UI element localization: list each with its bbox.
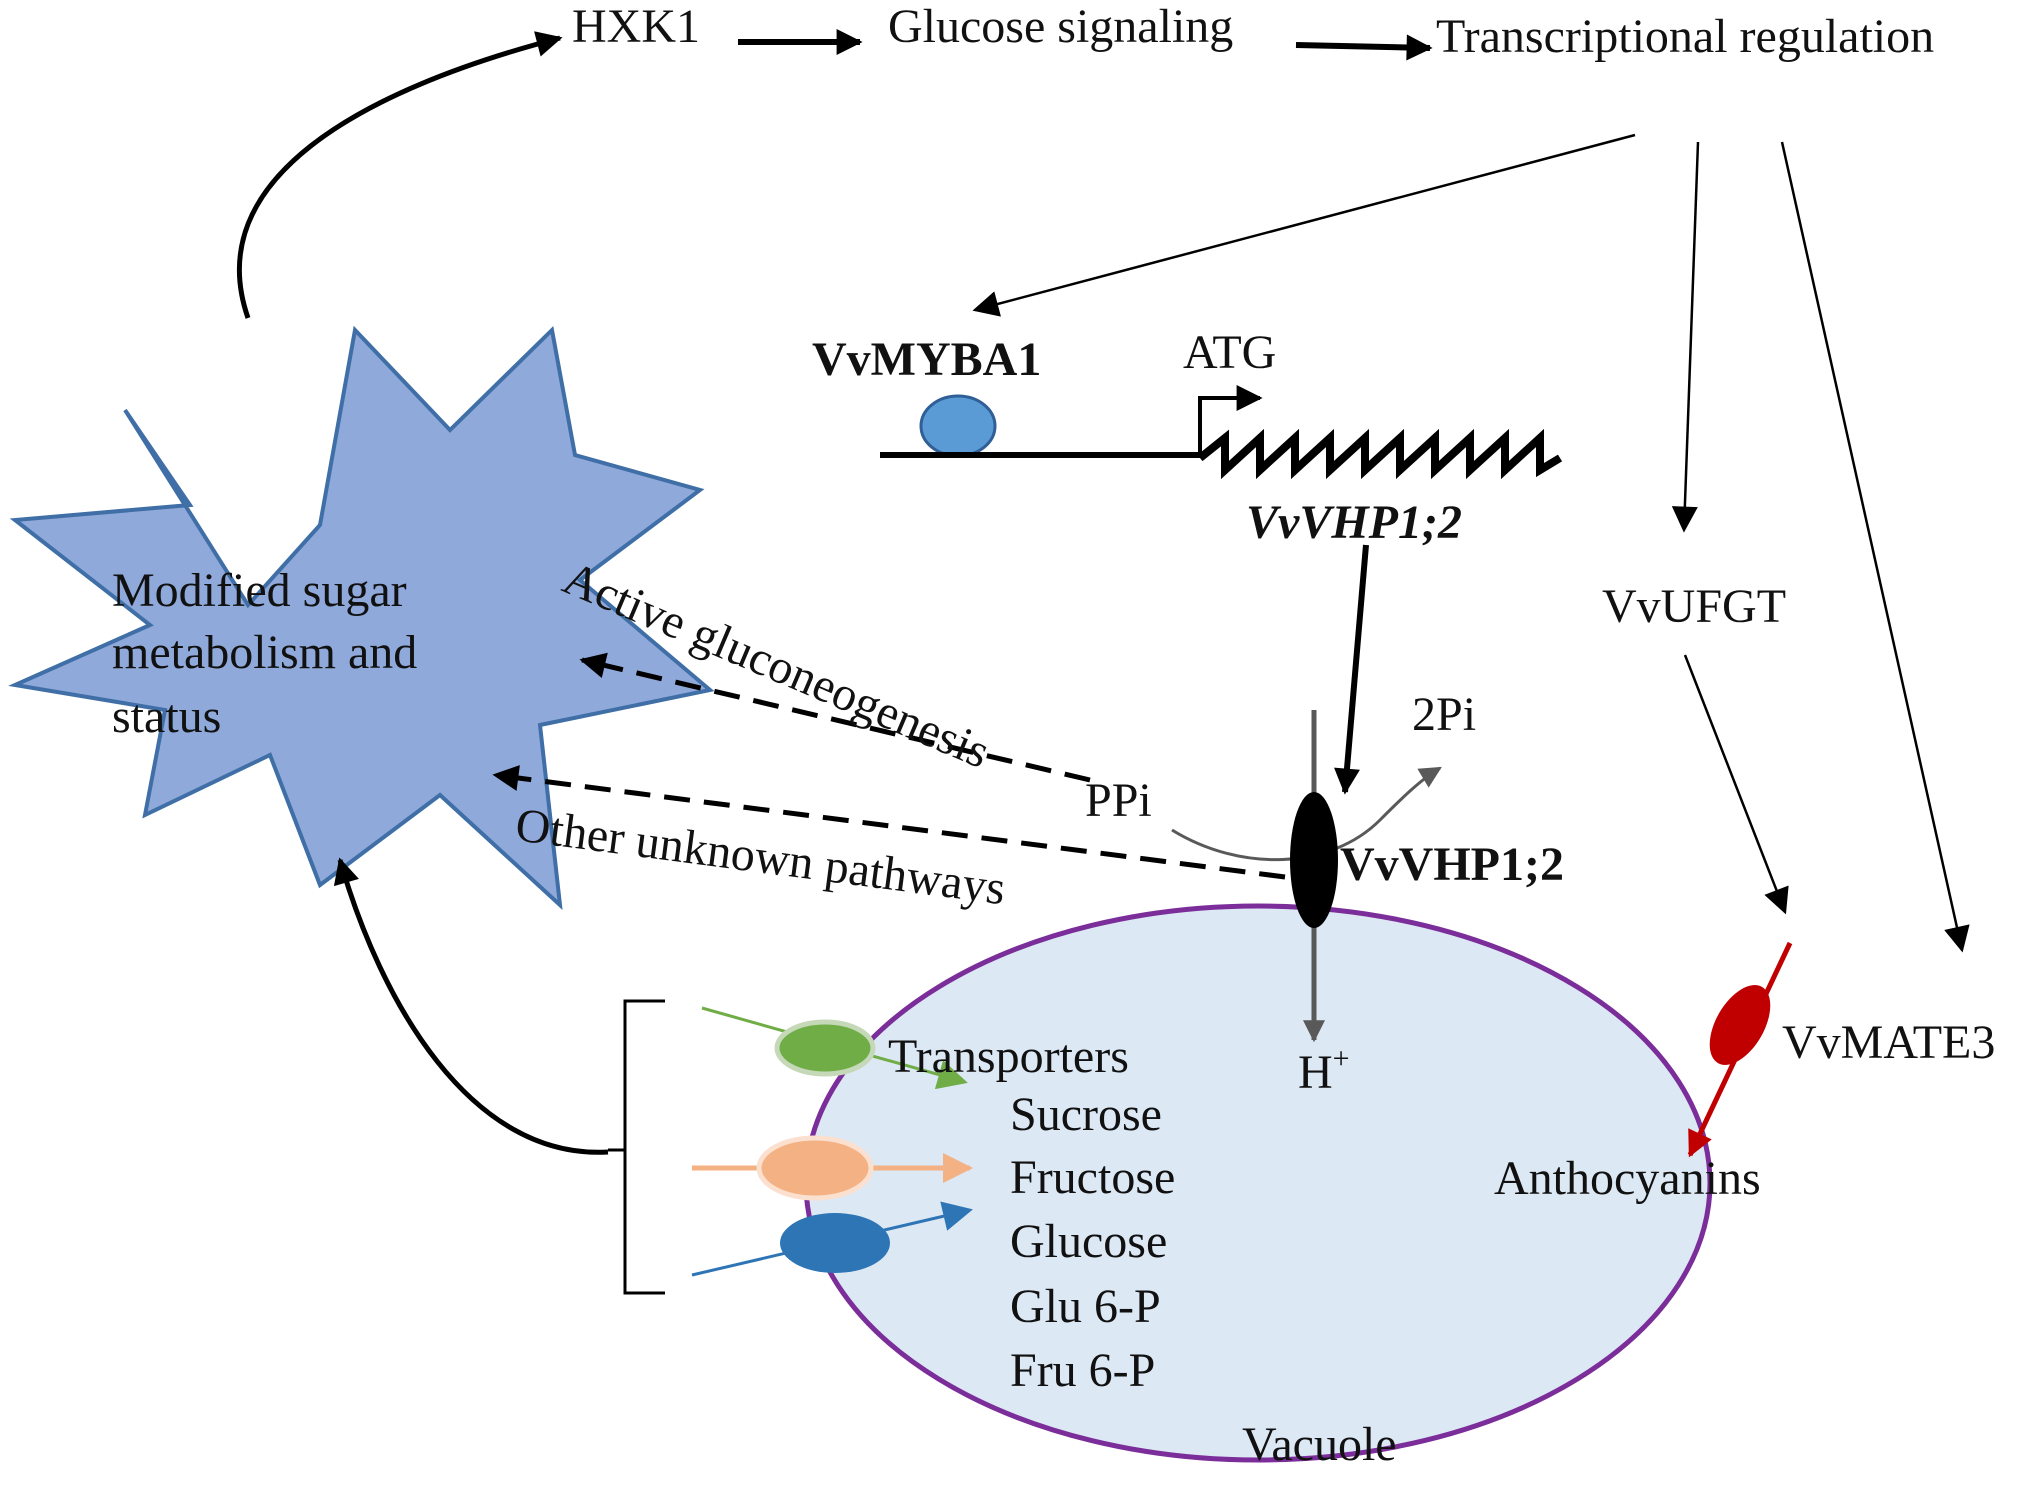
vvmate3-transporter bbox=[1709, 985, 1771, 1065]
transporters-label: Transporters bbox=[888, 1030, 1129, 1083]
vvmyba1-label: VvMYBA1 bbox=[812, 333, 1041, 386]
vvmate3-label: VvMATE3 bbox=[1782, 1016, 1995, 1069]
transcription-start-arrow bbox=[1198, 385, 1263, 455]
transporters-bracket bbox=[623, 999, 665, 1295]
sucrose-label: Sucrose bbox=[1010, 1088, 1162, 1141]
arrow-regulation-to-vvufgt bbox=[1671, 141, 1700, 533]
vvmyba1-protein-circle bbox=[919, 394, 997, 458]
glucose-transporter bbox=[780, 1213, 890, 1273]
arrow-sugar-to-hxk1 bbox=[236, 31, 563, 319]
arrow-transporters-to-sugar bbox=[333, 857, 609, 1155]
glucose-signaling-label: Glucose signaling bbox=[888, 0, 1233, 53]
vvvhp12-proton-pump bbox=[1290, 792, 1338, 928]
sugar-metabolism-line3: status bbox=[112, 690, 221, 743]
sugar-metabolism-starburst bbox=[8, 325, 715, 911]
sugar-metabolism-line2: metabolism and bbox=[112, 626, 417, 679]
arrow-pump-to-sugar-unknown-pathways bbox=[492, 765, 1286, 880]
vacuole-label: Vacuole bbox=[1242, 1418, 1397, 1471]
fructose-label: Fructose bbox=[1010, 1151, 1175, 1204]
ppi-label: PPi bbox=[1085, 774, 1152, 827]
transcriptional-regulation-label: Transcriptional regulation bbox=[1436, 10, 1934, 63]
vvvhp12-protein-label: VvVHP1;2 bbox=[1340, 838, 1564, 891]
other-unknown-pathways-label: Other unknown pathways bbox=[513, 798, 1009, 915]
glu6p-label: Glu 6-P bbox=[1010, 1280, 1161, 1333]
two-pi-label: 2Pi bbox=[1412, 688, 1476, 741]
fru6p-label: Fru 6-P bbox=[1010, 1344, 1155, 1397]
arrow-gene-to-vvvhp12-protein bbox=[1334, 544, 1369, 795]
arrow-ppi-to-sugar-gluconeogenesis bbox=[579, 652, 1091, 783]
gene-coding-region bbox=[1197, 428, 1563, 480]
hxk1-label: HXK1 bbox=[572, 0, 700, 53]
sugar-metabolism-line1: Modified sugar bbox=[112, 564, 407, 617]
arrow-regulation-to-vvmyba1 bbox=[972, 133, 1636, 317]
arrow-glucose-signaling-to-transcriptional-regulation bbox=[1295, 34, 1433, 61]
fructose-transporter bbox=[756, 1135, 874, 1201]
glucose-label: Glucose bbox=[1010, 1215, 1167, 1268]
atg-label: ATG bbox=[1183, 326, 1276, 379]
anthocyanins-label: Anthocyanins bbox=[1494, 1152, 1761, 1205]
arrow-regulation-to-vvmate3 bbox=[1780, 141, 1970, 953]
arrow-vvufgt-to-vvmate3 bbox=[1683, 654, 1789, 915]
ppi-hydrolysis-arrow bbox=[1171, 766, 1442, 862]
vvvhp12-gene-label: VvVHP1;2 bbox=[1246, 496, 1462, 549]
vvufgt-label: VvUFGT bbox=[1602, 580, 1786, 633]
h-plus-label: H+ bbox=[1298, 1042, 1350, 1099]
sucrose-transporter bbox=[774, 1019, 876, 1077]
